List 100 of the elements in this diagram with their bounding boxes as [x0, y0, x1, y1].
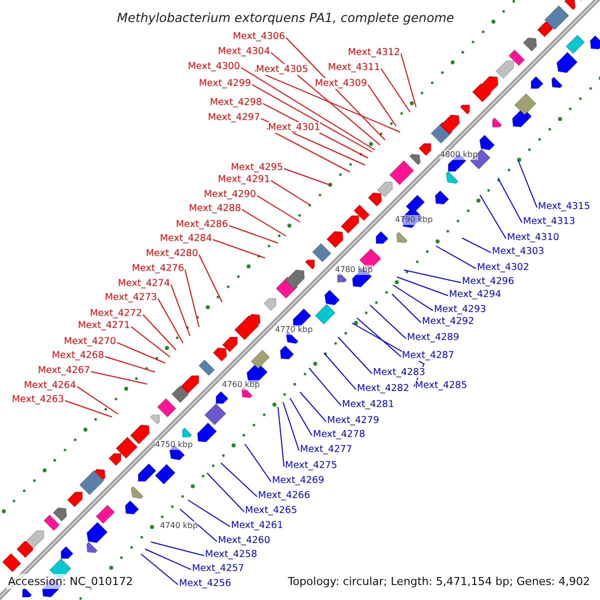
gene-label: Mext_4267: [38, 365, 90, 376]
leader-line: [324, 352, 356, 390]
scale-label: 4770 kbp: [275, 325, 313, 335]
gene-label: Mext_4275: [285, 460, 338, 471]
scale-label: 4760 kbp: [222, 380, 260, 390]
leader-line: [184, 269, 200, 328]
leader-line: [240, 67, 376, 150]
leader-line: [436, 246, 476, 270]
gene-label: Mext_4271: [78, 320, 130, 331]
leader-line: [290, 398, 312, 436]
leader-line: [206, 472, 244, 512]
scale-label: 4740 kbp: [160, 521, 198, 531]
gene-label: Mext_4309: [314, 78, 367, 89]
gene-label: Mext_4311: [328, 62, 380, 73]
gene-label: Mext_4312: [348, 47, 400, 58]
leader-line: [284, 168, 330, 186]
gene-label: Mext_4270: [64, 336, 116, 347]
gene-label: Mext_4274: [118, 278, 170, 289]
gene-label: Mext_4256: [179, 578, 232, 589]
leader-line: [170, 284, 190, 336]
gene-label: Mext_4295: [230, 162, 283, 173]
gene-label: Mext_4300: [188, 61, 240, 72]
leader-line: [244, 444, 272, 482]
gene-label: Mext_4265: [245, 505, 298, 516]
gene-label: Mext_4285: [415, 380, 468, 391]
leader-line: [144, 548, 192, 570]
leader-line: [220, 462, 258, 498]
scale-label: 4800 kbp: [440, 150, 478, 160]
leader-line: [498, 178, 522, 224]
gene-label: Mext_4298: [210, 97, 262, 108]
gene-label: Mext_4296: [462, 276, 514, 287]
gene-label: Mext_4280: [146, 248, 198, 259]
leader-line: [64, 400, 112, 418]
leader-line: [278, 406, 284, 468]
leader-line: [518, 160, 538, 208]
leader-line: [300, 392, 326, 422]
leader-line: [256, 195, 300, 222]
leader-line: [270, 180, 310, 206]
gene-label: Mext_4305: [256, 64, 308, 75]
leader-line: [150, 542, 204, 556]
leader-line: [104, 356, 156, 372]
leader-line: [142, 314, 176, 350]
title: Methylobacterium extorquens PA1, complete genome: [117, 10, 454, 25]
gene-label: Mext_4293: [434, 304, 486, 315]
gene-label: Mext_4304: [218, 46, 270, 57]
gene-label: Mext_4277: [300, 444, 352, 455]
leader-line: [282, 402, 300, 452]
gene-label: Mext_4258: [205, 549, 258, 560]
leader-line: [404, 270, 462, 284]
leader-line: [212, 239, 266, 258]
gene-label: Mext_4290: [204, 189, 256, 200]
leader-line: [480, 194, 506, 240]
leader-line: [76, 386, 118, 414]
gene-label: Mext_4302: [477, 262, 530, 273]
leader-line: [242, 209, 286, 236]
leader-line: [370, 304, 406, 340]
leader-line: [228, 225, 278, 244]
gene-label: Mext_4279: [327, 415, 380, 426]
gene-label: Mext_4297: [208, 112, 260, 123]
leader-line: [380, 68, 410, 112]
gene-label: Mext_4299: [198, 78, 251, 89]
gene-label: Mext_4294: [449, 289, 502, 300]
leader-line: [158, 298, 184, 344]
leader-line: [462, 238, 492, 254]
gene-label: Mext_4273: [104, 292, 157, 303]
leader-line: [198, 254, 222, 302]
gene-label: Mext_4284: [160, 233, 212, 244]
gene-label: Mext_4266: [258, 490, 310, 501]
gene-label: Mext_4272: [90, 308, 142, 319]
gene-label: Mext_4289: [407, 332, 460, 343]
leader-line: [308, 368, 342, 406]
leader-line: [266, 128, 350, 172]
leader-line: [368, 84, 396, 126]
gene-label: Mext_4303: [492, 246, 544, 257]
gene-label: Mext_4287: [402, 350, 454, 361]
gene-label: Mext_4310: [507, 232, 560, 243]
leader-line: [270, 52, 380, 146]
leader-line: [130, 326, 170, 358]
gene-label: Mext_4313: [523, 216, 576, 227]
gene-label: Mext_4260: [218, 535, 270, 546]
scale-label: 4780 kbp: [335, 265, 373, 275]
gene-label: Mext_4276: [132, 263, 184, 274]
scale-label: 4790 kbp: [395, 215, 433, 225]
gene-label: Mext_4286: [176, 219, 228, 230]
gene-label: Mext_4306: [232, 31, 285, 42]
gene-label: Mext_4292: [422, 316, 474, 327]
gene-label: Mext_4264: [24, 380, 76, 391]
gene-label: Mext_4315: [538, 201, 590, 212]
leader-line: [140, 554, 178, 586]
leader-line: [252, 84, 372, 152]
gene-label: Mext_4278: [313, 429, 366, 440]
gene-label: Mext_4283: [373, 367, 426, 378]
leader-line: [400, 53, 416, 108]
gene-label: Mext_4282: [357, 383, 410, 394]
leader-line: [254, 70, 400, 132]
leader-line: [392, 294, 422, 324]
gene-label: Mext_4291: [218, 174, 270, 185]
leader-line: [90, 371, 148, 384]
leader-line: [396, 276, 448, 296]
gene-label: Mext_4281: [342, 399, 394, 410]
